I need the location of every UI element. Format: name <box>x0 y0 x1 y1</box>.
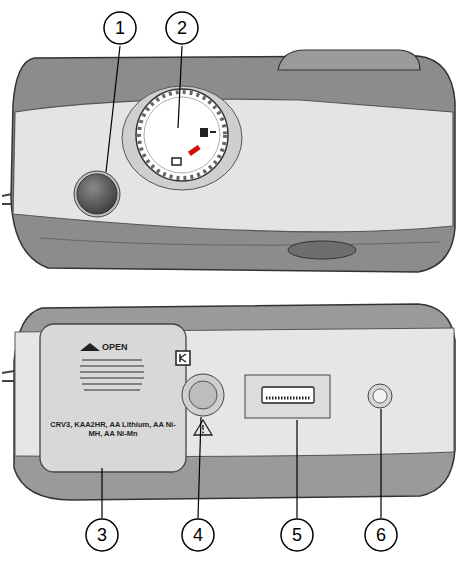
camera-top-view <box>2 46 455 272</box>
callout-circle: 6 <box>364 518 398 552</box>
callout-ring <box>365 519 397 551</box>
callout-ring <box>166 12 198 44</box>
callout-circle: 5 <box>280 518 314 552</box>
callout-circle: 3 <box>85 518 119 552</box>
callout-circle: 2 <box>165 11 199 45</box>
callout-ring <box>104 12 136 44</box>
callout-number: 3 <box>97 526 107 544</box>
battery-note: CRV3, KAA2HR, AA Lithium, AA Ni-MH, AA N… <box>50 420 176 438</box>
callout-number: 2 <box>177 19 187 37</box>
callout-circle: 1 <box>103 11 137 45</box>
callout-ring <box>86 519 118 551</box>
callout-number: 6 <box>376 526 386 544</box>
callout-number: 5 <box>292 526 302 544</box>
door-label: OPEN <box>102 342 142 353</box>
callout-number: 4 <box>193 526 203 544</box>
callout-ring <box>182 519 214 551</box>
camera-bottom-view <box>2 304 455 518</box>
callout-number: 1 <box>115 19 125 37</box>
callout-ring <box>281 519 313 551</box>
callout-circle: 4 <box>181 518 215 552</box>
